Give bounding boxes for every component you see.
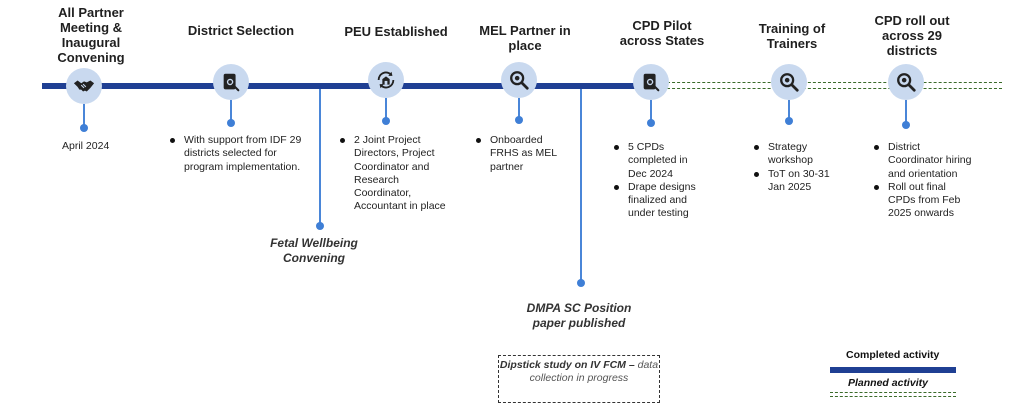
milestone-6-bullets: Strategy workshop ToT on 30-31 Jan 2025 [752,141,847,194]
milestone-5-bullets: 5 CPDs completed in Dec 2024 Drape desig… [612,141,707,221]
milestone-1-title: All Partner Meeting & Inaugural Convenin… [57,5,125,65]
dmpa-connector [580,89,582,282]
milestone-7-dot [902,121,910,129]
milestone-2-bullet-1: With support from IDF 29 districts selec… [168,134,318,174]
dmpa-dot [577,279,585,287]
milestone-7-node [888,64,924,100]
magnifier-icon [510,71,529,90]
legend-planned-label: Planned activity [848,377,928,389]
milestone-6-connector [788,100,790,120]
milestone-6-bullet-2: ToT on 30-31 Jan 2025 [752,168,847,195]
milestone-3-node [368,62,404,98]
milestone-5-bullet-1: 5 CPDs completed in Dec 2024 [612,141,707,181]
milestone-5-connector [650,100,652,122]
milestone-7-bullet-1: District Coordinator hiring and orientat… [872,141,972,181]
fetal-dot [316,222,324,230]
milestone-2-dot [227,119,235,127]
milestone-4-connector [518,98,520,120]
dipstick-status: data collection in progress [529,359,659,384]
milestone-6-bullet-1: Strategy workshop [752,141,847,168]
milestone-6-node [771,64,807,100]
milestone-3-dot [382,117,390,125]
dipstick-study-box: Dipstick study on IV FCM – data collecti… [498,355,660,403]
milestone-7-bullets: District Coordinator hiring and orientat… [872,141,972,221]
building-refresh-icon [377,71,395,89]
timeline-planned-line [662,82,1002,89]
legend-planned-swatch [830,392,956,397]
fetal-connector [319,89,321,225]
document-search-icon [643,73,660,92]
fetal-wellbeing-label: Fetal Wellbeing Convening [270,236,358,265]
milestone-4-bullets: Onboarded FRHS as MEL partner [474,134,574,174]
milestone-6-title: Training of Trainers [758,21,826,51]
milestone-7-title: CPD roll out across 29 districts [874,13,950,58]
milestone-4-bullet-1: Onboarded FRHS as MEL partner [474,134,574,174]
milestone-2-node [213,64,249,100]
timeline-completed-line [42,83,662,89]
magnifier-icon [780,73,799,92]
milestone-1-note: April 2024 [62,140,110,152]
dipstick-title: Dipstick study on IV FCM – [499,359,635,371]
legend-completed-label: Completed activity [846,349,940,361]
milestone-5-dot [647,119,655,127]
magnifier-icon [897,73,916,92]
document-search-icon [223,73,240,92]
milestone-4-dot [515,116,523,124]
milestone-1-connector [83,104,85,126]
milestone-5-bullet-2: Drape designs finalized and under testin… [612,181,707,221]
milestone-5-node [633,64,669,100]
milestone-1-node [66,68,102,104]
milestone-4-title: MEL Partner in place [479,23,571,53]
milestone-3-bullet-1: 2 Joint Project Directors, Project Coord… [338,134,458,214]
milestone-7-bullet-2: Roll out final CPDs from Feb 2025 onward… [872,181,972,221]
milestone-3-title: PEU Established [344,24,448,39]
milestone-2-connector [230,100,232,122]
milestone-2-title: District Selection [187,23,295,38]
milestone-6-dot [785,117,793,125]
handshake-icon [73,80,95,92]
milestone-7-connector [905,100,907,122]
milestone-1-dot [80,124,88,132]
milestone-3-connector [385,98,387,120]
milestone-2-bullets: With support from IDF 29 districts selec… [168,134,318,174]
dmpa-label: DMPA SC Position paper published [526,301,632,330]
milestone-3-bullets: 2 Joint Project Directors, Project Coord… [338,134,458,214]
milestone-5-title: CPD Pilot across States [619,18,705,48]
milestone-4-node [501,62,537,98]
legend-completed-swatch [830,367,956,373]
